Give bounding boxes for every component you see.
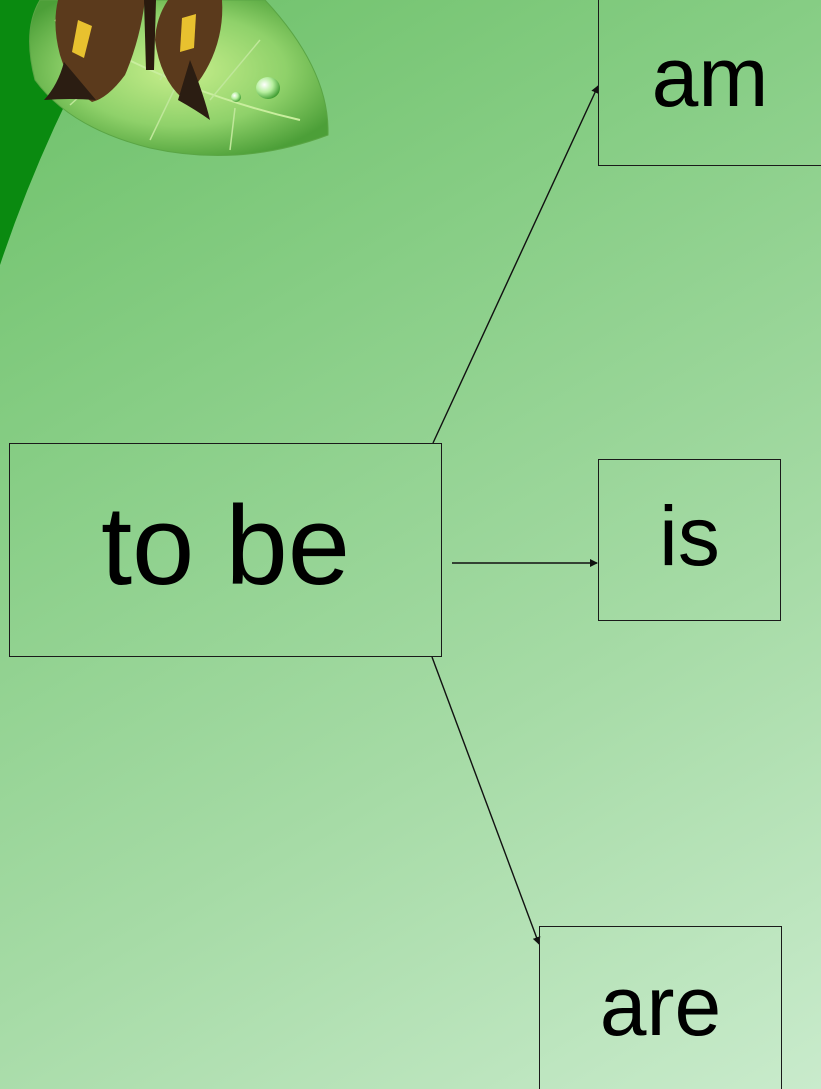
root-node: to be xyxy=(9,443,442,657)
root-node-label: to be xyxy=(101,490,350,602)
branch-node-label: is xyxy=(659,494,720,578)
branch-node-are: are xyxy=(539,926,782,1089)
branch-node-label: am xyxy=(652,35,769,119)
arrow-to-are xyxy=(432,657,539,944)
branch-node-label: are xyxy=(600,964,721,1048)
arrow-to-am xyxy=(433,86,598,443)
branch-node-am: am xyxy=(598,0,821,166)
branch-node-is: is xyxy=(598,459,781,621)
